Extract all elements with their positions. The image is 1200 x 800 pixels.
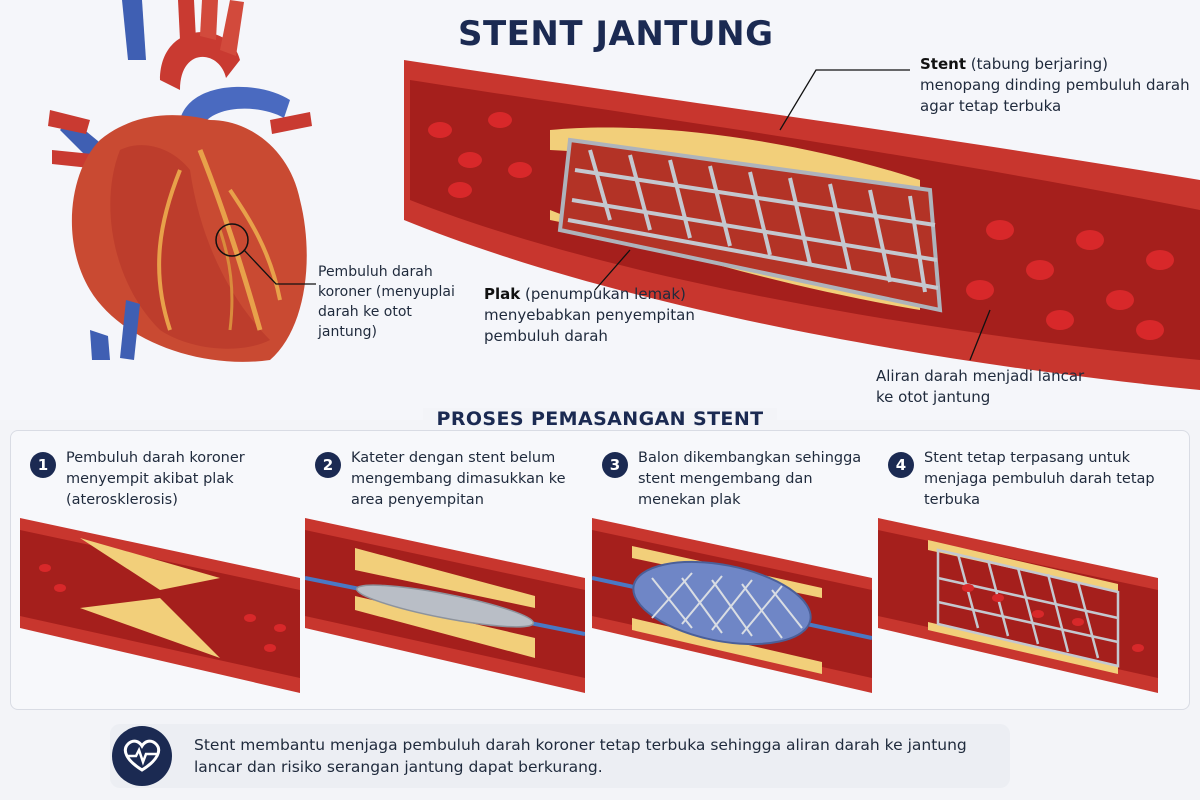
- step-3-text: Balon dikembangkan sehingga stent mengem…: [638, 450, 862, 508]
- step-1-text: Pembuluh darah koroner menyempit akibat …: [66, 450, 245, 508]
- vena-cava: [122, 0, 146, 60]
- process-title: PROSES PEMASANGAN STENT: [0, 408, 1200, 430]
- aorta: [160, 32, 240, 90]
- artery-illustration: [400, 60, 1200, 400]
- stent-label-text: (tabung berjaring) menopang dinding pemb…: [920, 55, 1190, 115]
- step-2-text: Kateter dengan stent belum mengembang di…: [351, 450, 566, 508]
- step-3-number: 3: [602, 452, 628, 478]
- step-2: 2 Kateter dengan stent belum mengembang …: [305, 448, 595, 698]
- plak-label-bold: Plak: [484, 285, 521, 303]
- plak-pointer-line: [594, 249, 631, 291]
- step-4-number: 4: [888, 452, 914, 478]
- step-4-text: Stent tetap terpasang untuk menjaga pemb…: [924, 450, 1155, 508]
- step-1-illustration: [20, 518, 300, 693]
- plak-label: Plak (penumpukan lemak) menyebabkan peny…: [484, 284, 724, 347]
- stent-mesh: [557, 137, 943, 313]
- heart-label: Pembuluh darah koroner (menyuplai darah …: [318, 264, 455, 340]
- stent-label-bold: Stent: [920, 55, 966, 73]
- step-4-illustration: [878, 518, 1158, 693]
- heart-pointer-line: [243, 249, 316, 285]
- page-title: STENT JANTUNG: [458, 14, 774, 54]
- plak-label-text: (penumpukan lemak) menyebabkan penyempit…: [484, 285, 695, 345]
- footer-text: Stent membantu menjaga pembuluh darah ko…: [194, 736, 967, 776]
- balloon-expanded: [632, 560, 812, 646]
- step-2-number: 2: [315, 452, 341, 478]
- step-2-illustration: [305, 518, 585, 693]
- coronary-highlight-circle: [215, 223, 249, 257]
- footer-note: [110, 724, 1010, 788]
- heart-illustration: [48, 0, 316, 362]
- step-3-illustration: [592, 518, 872, 693]
- heart-pulse-icon: [112, 726, 172, 786]
- process-title-text: PROSES PEMASANGAN STENT: [422, 408, 778, 430]
- step-1-number: 1: [30, 452, 56, 478]
- stent-label: Stent (tabung berjaring) menopang dindin…: [920, 54, 1190, 117]
- stent-pointer-line: [779, 69, 910, 131]
- step-1: 1 Pembuluh darah koroner menyempit akiba…: [20, 448, 310, 698]
- blood-cells: [428, 112, 1174, 340]
- step-3: 3 Balon dikembangkan sehingga stent meng…: [592, 448, 882, 698]
- aliran-pointer-line: [969, 309, 991, 361]
- aliran-label: Aliran darah menjadi lancar ke otot jant…: [876, 367, 1085, 406]
- pulmonary-artery: [180, 86, 290, 130]
- stent-collapsed: [355, 584, 535, 628]
- step-4: 4 Stent tetap terpasang untuk menjaga pe…: [878, 448, 1168, 698]
